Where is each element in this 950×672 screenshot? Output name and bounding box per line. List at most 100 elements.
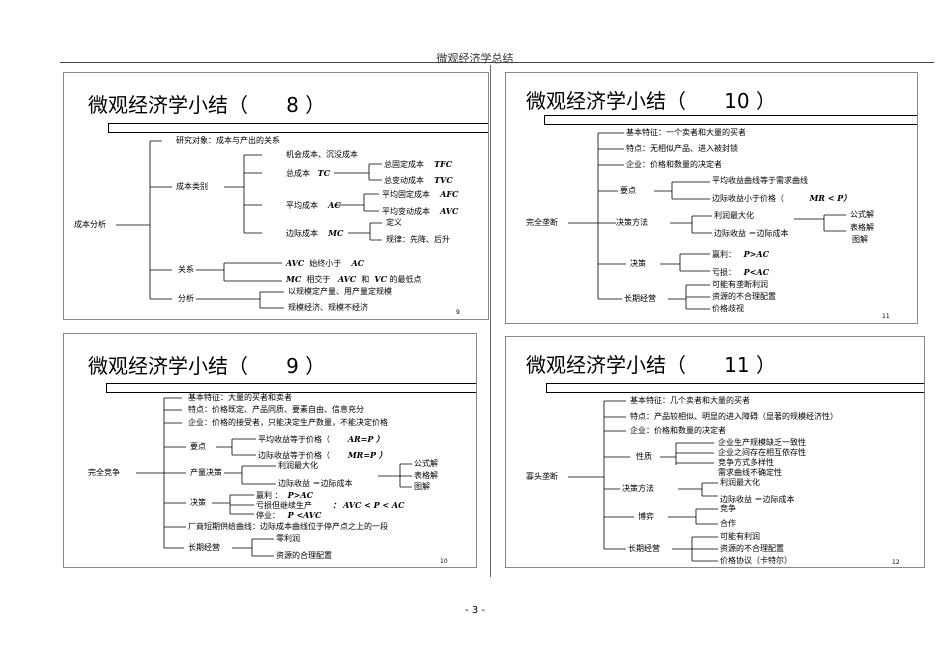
node-longrun: 长期经营 bbox=[624, 294, 656, 303]
node-longrun: 长期经营 bbox=[188, 543, 220, 552]
node-mr-mc: 边际收益 ＝边际成本 bbox=[278, 479, 353, 488]
node-ar: 平均收益曲线等于需求曲线 bbox=[712, 176, 808, 185]
title-bar bbox=[108, 123, 488, 133]
node-cost-types: 成本类别 bbox=[176, 182, 208, 191]
slide-number: 12 bbox=[892, 559, 900, 566]
node-avc: 平均变动成本 AVC bbox=[382, 206, 459, 216]
center-divider bbox=[490, 65, 491, 577]
title-bar bbox=[546, 383, 924, 393]
node-shutdown: 停业： P <AVC bbox=[256, 510, 322, 520]
node-key-points: 要点 bbox=[190, 442, 206, 451]
document-header: 微观经济学总结 bbox=[436, 52, 514, 65]
node-mr: 边际收益等于价格（ MR=P ） bbox=[258, 450, 387, 460]
slide-title: 微观经济学小结（ 9 ） bbox=[88, 354, 326, 378]
node-demand-uncertain: 需求曲线不确定性 bbox=[718, 468, 782, 477]
node-table: 表格解 bbox=[850, 223, 874, 232]
node-rule: 规律：先降、后升 bbox=[386, 235, 450, 244]
node-profit-max: 利润最大化 bbox=[720, 478, 760, 487]
node-basic: 基本特征：大量的买者和卖者 bbox=[188, 393, 292, 402]
slide-title: 微观经济学小结（ 8 ） bbox=[88, 93, 326, 117]
node-method: 决策方法 bbox=[622, 484, 654, 493]
node-relation-1: AVC 始终小于 AC bbox=[286, 258, 365, 268]
node-relation: 关系 bbox=[178, 265, 194, 274]
node-monopoly-profit: 可能有垄断利润 bbox=[712, 280, 768, 289]
node-decision: 决策 bbox=[190, 498, 206, 507]
node-features: 特点：无相似产品、进入被封锁 bbox=[626, 144, 738, 153]
node-mr-mc: 边际收益 ＝边际成本 bbox=[720, 495, 795, 504]
mindmap-lines bbox=[136, 397, 412, 557]
node-profit-max: 利润最大化 bbox=[278, 461, 318, 470]
node-root: 完全垄断 bbox=[526, 218, 558, 227]
node-formula: 公式解 bbox=[414, 459, 438, 468]
node-firm: 企业：价格和数量的决定者 bbox=[626, 160, 722, 169]
node-profit: 赢利 ： P>AC bbox=[256, 490, 313, 500]
node-possible-profit: 可能有利润 bbox=[720, 532, 760, 541]
node-misallocation: 资源的不合理配置 bbox=[720, 544, 784, 553]
node-basic: 基本特征：几个卖者和大量的买者 bbox=[630, 396, 750, 405]
node-method: 决策方法 bbox=[616, 218, 648, 227]
node-scale: 企业生产规模缺乏一致性 bbox=[718, 438, 806, 447]
mindmap-lines bbox=[568, 132, 846, 310]
node-allocation: 资源的合理配置 bbox=[276, 551, 332, 560]
node-ar: 平均收益等于价格（ AR=P ） bbox=[258, 434, 385, 444]
node-price-discrimination: 价格歧视 bbox=[712, 304, 744, 313]
node-output-decision: 产量决策 bbox=[190, 468, 222, 477]
page-number: - 3 - bbox=[465, 605, 485, 616]
node-definition: 定义 bbox=[386, 218, 402, 227]
mindmap-lines bbox=[116, 140, 382, 309]
node-tvc: 总变动成本 TVC bbox=[384, 175, 453, 185]
node-mr-mc: 边际收益 ＝边际成本 bbox=[714, 229, 789, 238]
slide-title: 微观经济学小结（ 10 ） bbox=[526, 89, 776, 113]
title-bar bbox=[106, 383, 476, 393]
node-supply-curve: 厂商短期供给曲线：边际成本曲线位于停产点之上的一段 bbox=[188, 522, 388, 531]
node-competition: 竞争 bbox=[720, 504, 736, 513]
slide-8: 微观经济学小结（ 8 ） 成本分析 研究对象：成本与产出的关系 成本类别 机会成… bbox=[63, 72, 489, 320]
node-analysis: 分析 bbox=[178, 294, 194, 303]
node-interdependence: 企业之间存在相互依存性 bbox=[718, 448, 806, 457]
slide-number: 11 bbox=[882, 313, 890, 320]
node-average-cost: 平均成本 AC bbox=[286, 200, 341, 210]
node-misallocation: 资源的不合理配置 bbox=[712, 292, 776, 301]
node-formula: 公式解 bbox=[850, 210, 874, 219]
node-zero-profit: 零利润 bbox=[276, 534, 300, 543]
node-features: 特点：产品较相似、明显的进入障碍（显著的规模经济性） bbox=[630, 412, 838, 421]
title-bar bbox=[544, 115, 917, 125]
node-firm: 企业：价格和数量的决定者 bbox=[630, 426, 726, 435]
node-root: 寡头垄断 bbox=[526, 472, 558, 481]
node-relation-2: MC 相交于 AVC 和 VC 的最低点 bbox=[286, 274, 422, 284]
node-research: 研究对象：成本与产出的关系 bbox=[176, 136, 280, 145]
node-longrun: 长期经营 bbox=[628, 544, 660, 553]
node-marginal-cost: 边际成本 MC bbox=[286, 228, 344, 238]
node-graph: 图解 bbox=[414, 482, 430, 491]
node-competition-modes: 竞争方式多样性 bbox=[718, 458, 774, 467]
node-profit-max: 利润最大化 bbox=[714, 211, 754, 220]
node-mr: 边际收益小于价格（ MR < P） bbox=[712, 193, 852, 203]
node-root: 成本分析 bbox=[74, 220, 106, 229]
node-root: 完全竞争 bbox=[88, 468, 120, 477]
header-rule bbox=[60, 62, 934, 63]
node-cooperation: 合作 bbox=[720, 519, 736, 528]
node-loss: 亏损： P<AC bbox=[712, 267, 769, 277]
node-decision: 决策 bbox=[630, 259, 646, 268]
mindmap-lines bbox=[568, 400, 718, 562]
slide-10: 微观经济学小结（ 10 ） 完全垄断 基本特征：一个卖者和大量的买者 特点：无相… bbox=[505, 72, 918, 324]
node-features: 特点：价格既定、产品同质、要素自由、信息充分 bbox=[188, 405, 364, 414]
node-afc: 平均固定成本 AFC bbox=[382, 189, 459, 199]
slide-11: 微观经济学小结（ 11 ） 寡头垄断 基本特征：几个卖者和大量的买者 特点：产品… bbox=[505, 336, 925, 568]
node-profit: 赢利： P>AC bbox=[712, 249, 769, 259]
node-basic: 基本特征：一个卖者和大量的买者 bbox=[626, 128, 746, 137]
node-analysis-1: 以规模定产量、用产量定规模 bbox=[288, 287, 392, 296]
node-tfc: 总固定成本 TFC bbox=[384, 159, 453, 169]
node-opportunity-cost: 机会成本、沉没成本 bbox=[286, 150, 358, 159]
slide-title: 微观经济学小结（ 11 ） bbox=[526, 353, 776, 377]
node-firm: 企业：价格的接受者，只能决定生产数量，不能决定价格 bbox=[188, 418, 388, 427]
node-analysis-2: 规模经济、规模不经济 bbox=[288, 303, 368, 312]
slide-number: 9 bbox=[456, 309, 460, 316]
node-total-cost: 总成本 TC bbox=[286, 168, 330, 178]
slide-number: 10 bbox=[440, 558, 448, 565]
node-game: 博弈 bbox=[638, 512, 654, 521]
node-cartel: 价格协议（卡特尔） bbox=[720, 556, 792, 565]
slide-9: 微观经济学小结（ 9 ） 完全竞争 基本特征：大量的买者和卖者 特点：价格既定、… bbox=[63, 333, 477, 568]
node-graph: 图解 bbox=[852, 235, 868, 244]
node-table: 表格解 bbox=[414, 471, 438, 480]
